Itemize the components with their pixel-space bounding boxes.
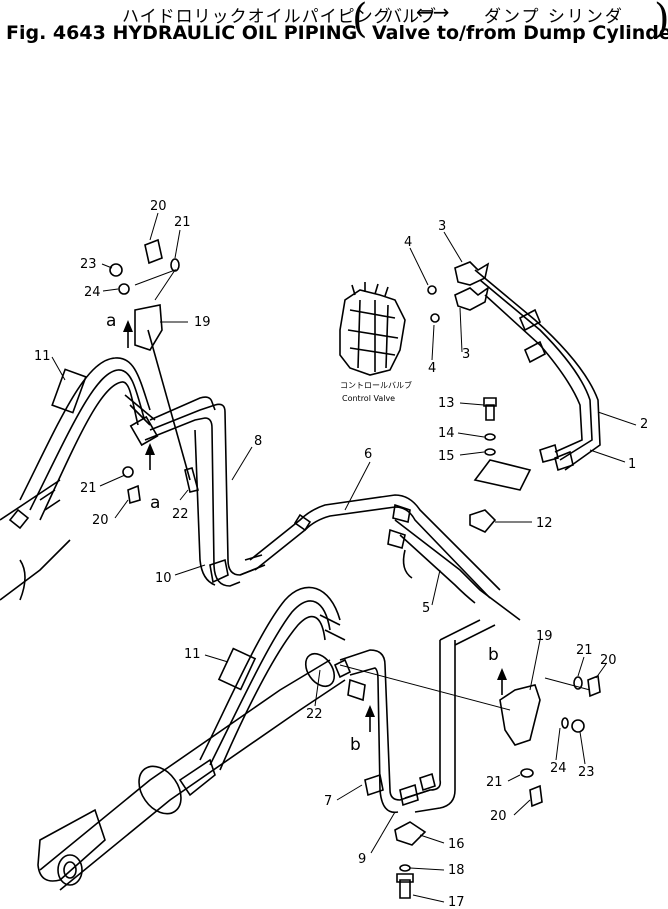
callout: 23 (80, 257, 97, 272)
lower-clamp (394, 821, 427, 899)
callout: 11 (184, 647, 201, 662)
callout: 9 (358, 852, 366, 867)
callout: 22 (172, 507, 189, 522)
callout: 24 (550, 761, 567, 776)
leader-lines (51, 212, 637, 903)
valve-pipes (474, 269, 601, 472)
callout: 12 (536, 516, 553, 531)
control-valve (339, 282, 406, 376)
arrow-b-lower (365, 705, 375, 732)
upper-bracket-19 (109, 238, 199, 505)
upper-cylinder (0, 479, 71, 601)
callout: 6 (364, 447, 372, 462)
upper-hoses (19, 357, 159, 521)
callout: 16 (448, 837, 465, 852)
callout: a (106, 311, 116, 331)
paren-left: ( (352, 0, 368, 42)
callout: 7 (324, 794, 332, 809)
callout: 2 (640, 417, 648, 432)
title-arrows: ←→ (416, 0, 450, 24)
figure-number: Fig. 4643 (6, 22, 106, 44)
paren-right: ) (654, 0, 668, 42)
callout: 19 (536, 629, 553, 644)
title-japanese-valve: バルブ (385, 7, 436, 27)
callout: a (150, 493, 160, 513)
callout: 20 (490, 809, 507, 824)
callout: 20 (600, 653, 617, 668)
callout-numbers: 20 21 23 24 19 a 11 21 20 a 22 8 10 6 3 … (34, 199, 648, 909)
callout: 18 (448, 863, 465, 878)
callout: 24 (84, 285, 101, 300)
upper-pipes (144, 396, 266, 587)
callout: 20 (150, 199, 167, 214)
callout: 21 (576, 643, 593, 658)
central-pipes (249, 494, 521, 621)
callout: 23 (578, 765, 595, 780)
callout: 21 (174, 215, 191, 230)
callout: 3 (438, 219, 446, 234)
callout: 22 (306, 707, 323, 722)
lower-bracket-19 (339, 664, 601, 808)
title-subtitle: Valve to/from Dump Cylinder (372, 22, 668, 44)
callout: 10 (155, 571, 172, 586)
lower-pipes (333, 619, 496, 814)
callout: b (488, 645, 499, 665)
arrow-a-lower (145, 443, 155, 470)
callout: 5 (422, 601, 430, 616)
callout: 1 (628, 457, 636, 472)
callout: 15 (438, 449, 455, 464)
callout: 21 (80, 481, 97, 496)
callout: 17 (448, 895, 465, 909)
bracket-12 (469, 397, 532, 533)
title-figure: Fig. 4643 HYDRAULIC OIL PIPING (6, 22, 357, 44)
title-japanese: ハイドロリックオイルパイピング (122, 7, 392, 27)
callout: 11 (34, 349, 51, 364)
arrow-a-upper (123, 320, 133, 348)
control-valve-label-en: Control Valve (342, 394, 395, 403)
control-valve-label-jp: コントロールバルブ (340, 380, 412, 390)
callout: 20 (92, 513, 109, 528)
callout: 8 (254, 434, 262, 449)
elbow-fittings (427, 261, 490, 323)
lower-cylinder (37, 652, 346, 891)
callout: 13 (438, 396, 455, 411)
callout: 3 (462, 347, 470, 362)
figure-name: HYDRAULIC OIL PIPING (112, 22, 358, 44)
callout: 4 (428, 361, 436, 376)
callout: 21 (486, 775, 503, 790)
callout: 4 (404, 235, 412, 250)
callout: 14 (438, 426, 455, 441)
arrow-b-upper (497, 668, 507, 695)
callout: b (350, 735, 361, 755)
lower-hoses (178, 586, 346, 797)
title-japanese-right: ダンプ シリンダ (484, 7, 624, 27)
callout: 19 (194, 315, 211, 330)
